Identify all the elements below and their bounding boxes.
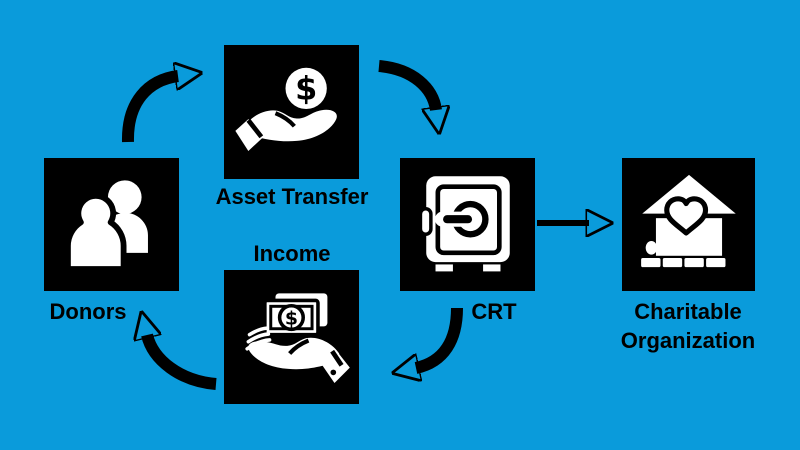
node-label-crt: CRT — [471, 299, 517, 324]
arrow-income-to-donors — [147, 335, 217, 390]
hand-cash-icon: $ — [244, 293, 350, 384]
node-asset-transfer: $ — [224, 45, 359, 179]
arrow-donors-to-asset-transfer — [121, 76, 178, 143]
node-label-income: Income — [253, 241, 331, 266]
node-donors — [44, 158, 179, 291]
hand-coin-icon: $ — [234, 67, 337, 151]
node-label-asset-transfer: Asset Transfer — [215, 184, 369, 209]
people-icon — [64, 179, 148, 272]
node-label-charitable-organization: Charitable Organization — [620, 299, 756, 353]
safe-icon — [418, 175, 510, 271]
node-crt — [400, 158, 535, 291]
svg-text:$: $ — [295, 70, 317, 108]
house-heart-people-icon — [640, 174, 736, 267]
svg-text:$: $ — [284, 308, 297, 330]
node-income: $ — [224, 270, 359, 404]
node-charitable-organization — [622, 158, 755, 291]
arrow-asset-transfer-to-crt — [378, 60, 436, 110]
node-label-donors: Donors — [49, 299, 127, 324]
arrow-crt-to-income — [416, 307, 463, 368]
